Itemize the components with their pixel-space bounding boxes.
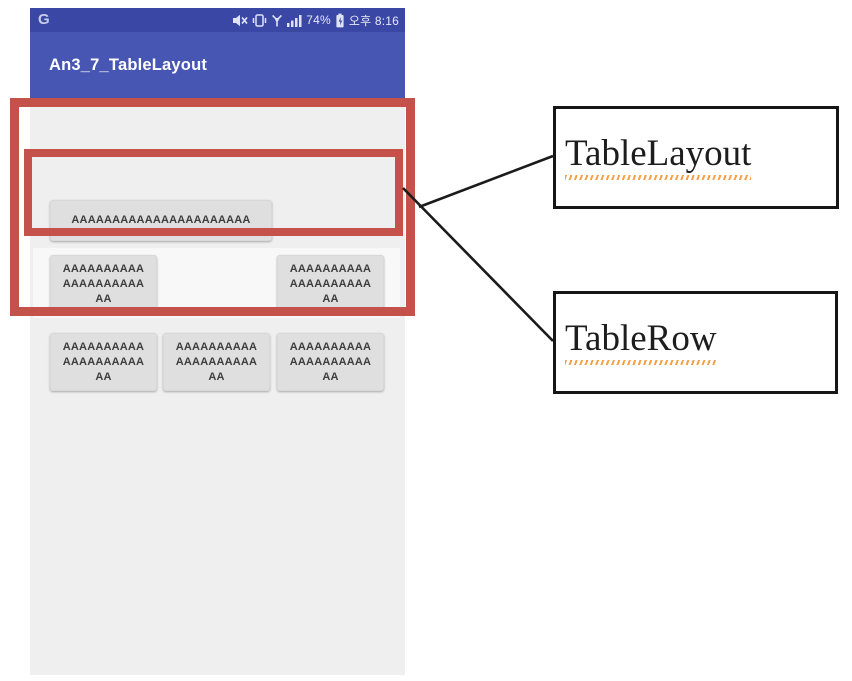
battery-charging-icon xyxy=(335,13,345,28)
tablerow-highlight-rect xyxy=(24,149,403,236)
status-bar: G xyxy=(30,8,405,32)
mute-icon xyxy=(232,14,248,27)
activity-content: AAAAAAAAAAAAAAAAAAAAAA AAAAAAAAAA AAAAAA… xyxy=(30,98,405,675)
table-row-2-button-1[interactable]: AAAAAAAAAA AAAAAAAAAA AA xyxy=(50,255,157,313)
clock-label: 오후 8:16 xyxy=(348,13,399,28)
table-row-3-button-3[interactable]: AAAAAAAAAA AAAAAAAAAA AA xyxy=(277,333,384,391)
table-row-3-button-1[interactable]: AAAAAAAAAA AAAAAAAAAA AA xyxy=(50,333,157,391)
connector-line-tablerow xyxy=(402,187,554,342)
genymotion-logo: G xyxy=(38,11,50,28)
tablerow-callout-label: TableRow xyxy=(565,319,717,365)
signal-strength-icon xyxy=(287,14,302,27)
android-phone-screen: G xyxy=(30,8,405,675)
tablerow-callout-box: TableRow xyxy=(553,291,838,394)
app-bar: An3_7_TableLayout xyxy=(30,32,405,98)
app-title: An3_7_TableLayout xyxy=(49,55,208,74)
tablelayout-callout-label: TableLayout xyxy=(565,134,751,180)
battery-percent-label: 74% xyxy=(306,13,331,27)
table-row-3-button-2[interactable]: AAAAAAAAAA AAAAAAAAAA AA xyxy=(163,333,270,391)
antenna-icon xyxy=(271,14,283,27)
tablelayout-callout-box: TableLayout xyxy=(553,106,839,209)
table-row-2-button-2[interactable]: AAAAAAAAAA AAAAAAAAAA AA xyxy=(277,255,384,313)
status-bar-right: 74% 오후 8:16 xyxy=(232,12,399,29)
connector-line-tablelayout xyxy=(418,154,554,209)
vibrate-icon xyxy=(252,13,267,27)
